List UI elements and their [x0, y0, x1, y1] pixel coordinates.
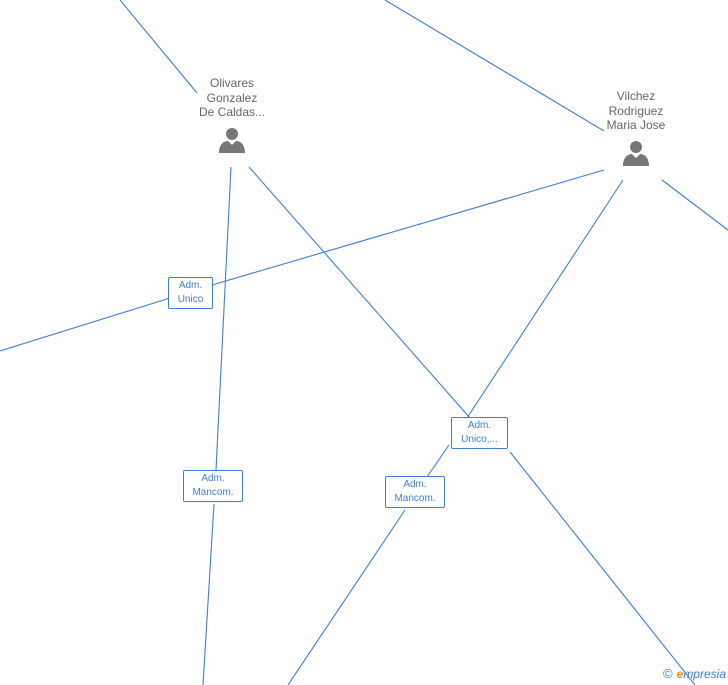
- edge-adm-unico-multi-bottom: [509, 451, 696, 685]
- edge-adm-mancom-bottom: [202, 503, 215, 685]
- role-box-adm-unico[interactable]: Adm. Unico: [168, 277, 213, 309]
- person-node-olivares[interactable]: Olivares Gonzalez De Caldas...: [177, 76, 287, 154]
- edge-vilchez-adm-unico: [211, 169, 605, 286]
- edge-adm-mancom-mid-bottom: [287, 509, 406, 685]
- role-label-line: Adm.: [201, 473, 225, 484]
- person-name-line: Rodriguez: [608, 103, 664, 118]
- edge-adm-unico-multi-mancom: [426, 444, 450, 478]
- role-box-adm-unico-multi[interactable]: Adm. Unico,...: [451, 417, 508, 449]
- role-label-line: Unico,...: [461, 434, 498, 445]
- role-box-adm-mancom-mid[interactable]: Adm. Mancom.: [385, 476, 445, 508]
- person-icon[interactable]: [218, 126, 246, 154]
- person-node-vilchez[interactable]: Vilchez Rodriguez Maria Jose: [581, 89, 691, 167]
- edge-adm-unico-left: [0, 297, 171, 352]
- role-label-line: Mancom.: [394, 493, 436, 504]
- role-label-line: Adm.: [467, 420, 492, 431]
- role-label-line: Mancom.: [192, 487, 234, 498]
- person-name-line: De Caldas...: [198, 105, 266, 119]
- role-box-adm-mancom-left[interactable]: Adm. Mancom.: [183, 470, 243, 502]
- edge-olivares-top: [119, 0, 198, 94]
- person-name-line: Gonzalez: [206, 90, 258, 105]
- copyright-icon: ©: [663, 666, 673, 681]
- brand-initial: e: [676, 667, 684, 681]
- person-icon[interactable]: [622, 139, 650, 167]
- role-label-line: Adm.: [403, 479, 427, 490]
- edge-vilchez-right: [661, 179, 728, 231]
- brand-name: mpresia: [683, 667, 726, 681]
- role-label-line: Adm.: [178, 280, 203, 291]
- person-name-line: Maria Jose: [606, 118, 666, 132]
- edge-olivares-adm-mancom: [215, 166, 232, 471]
- person-name-line: Vilchez: [616, 89, 656, 103]
- role-label-line: Unico: [177, 294, 204, 305]
- brand-logo: ©empresia: [663, 666, 726, 681]
- person-name-line: Olivares: [209, 76, 254, 90]
- edge-olivares-adm-unico-multi: [248, 166, 471, 419]
- edge-vilchez-top: [384, 0, 605, 132]
- edge-vilchez-adm-unico-multi: [466, 179, 624, 419]
